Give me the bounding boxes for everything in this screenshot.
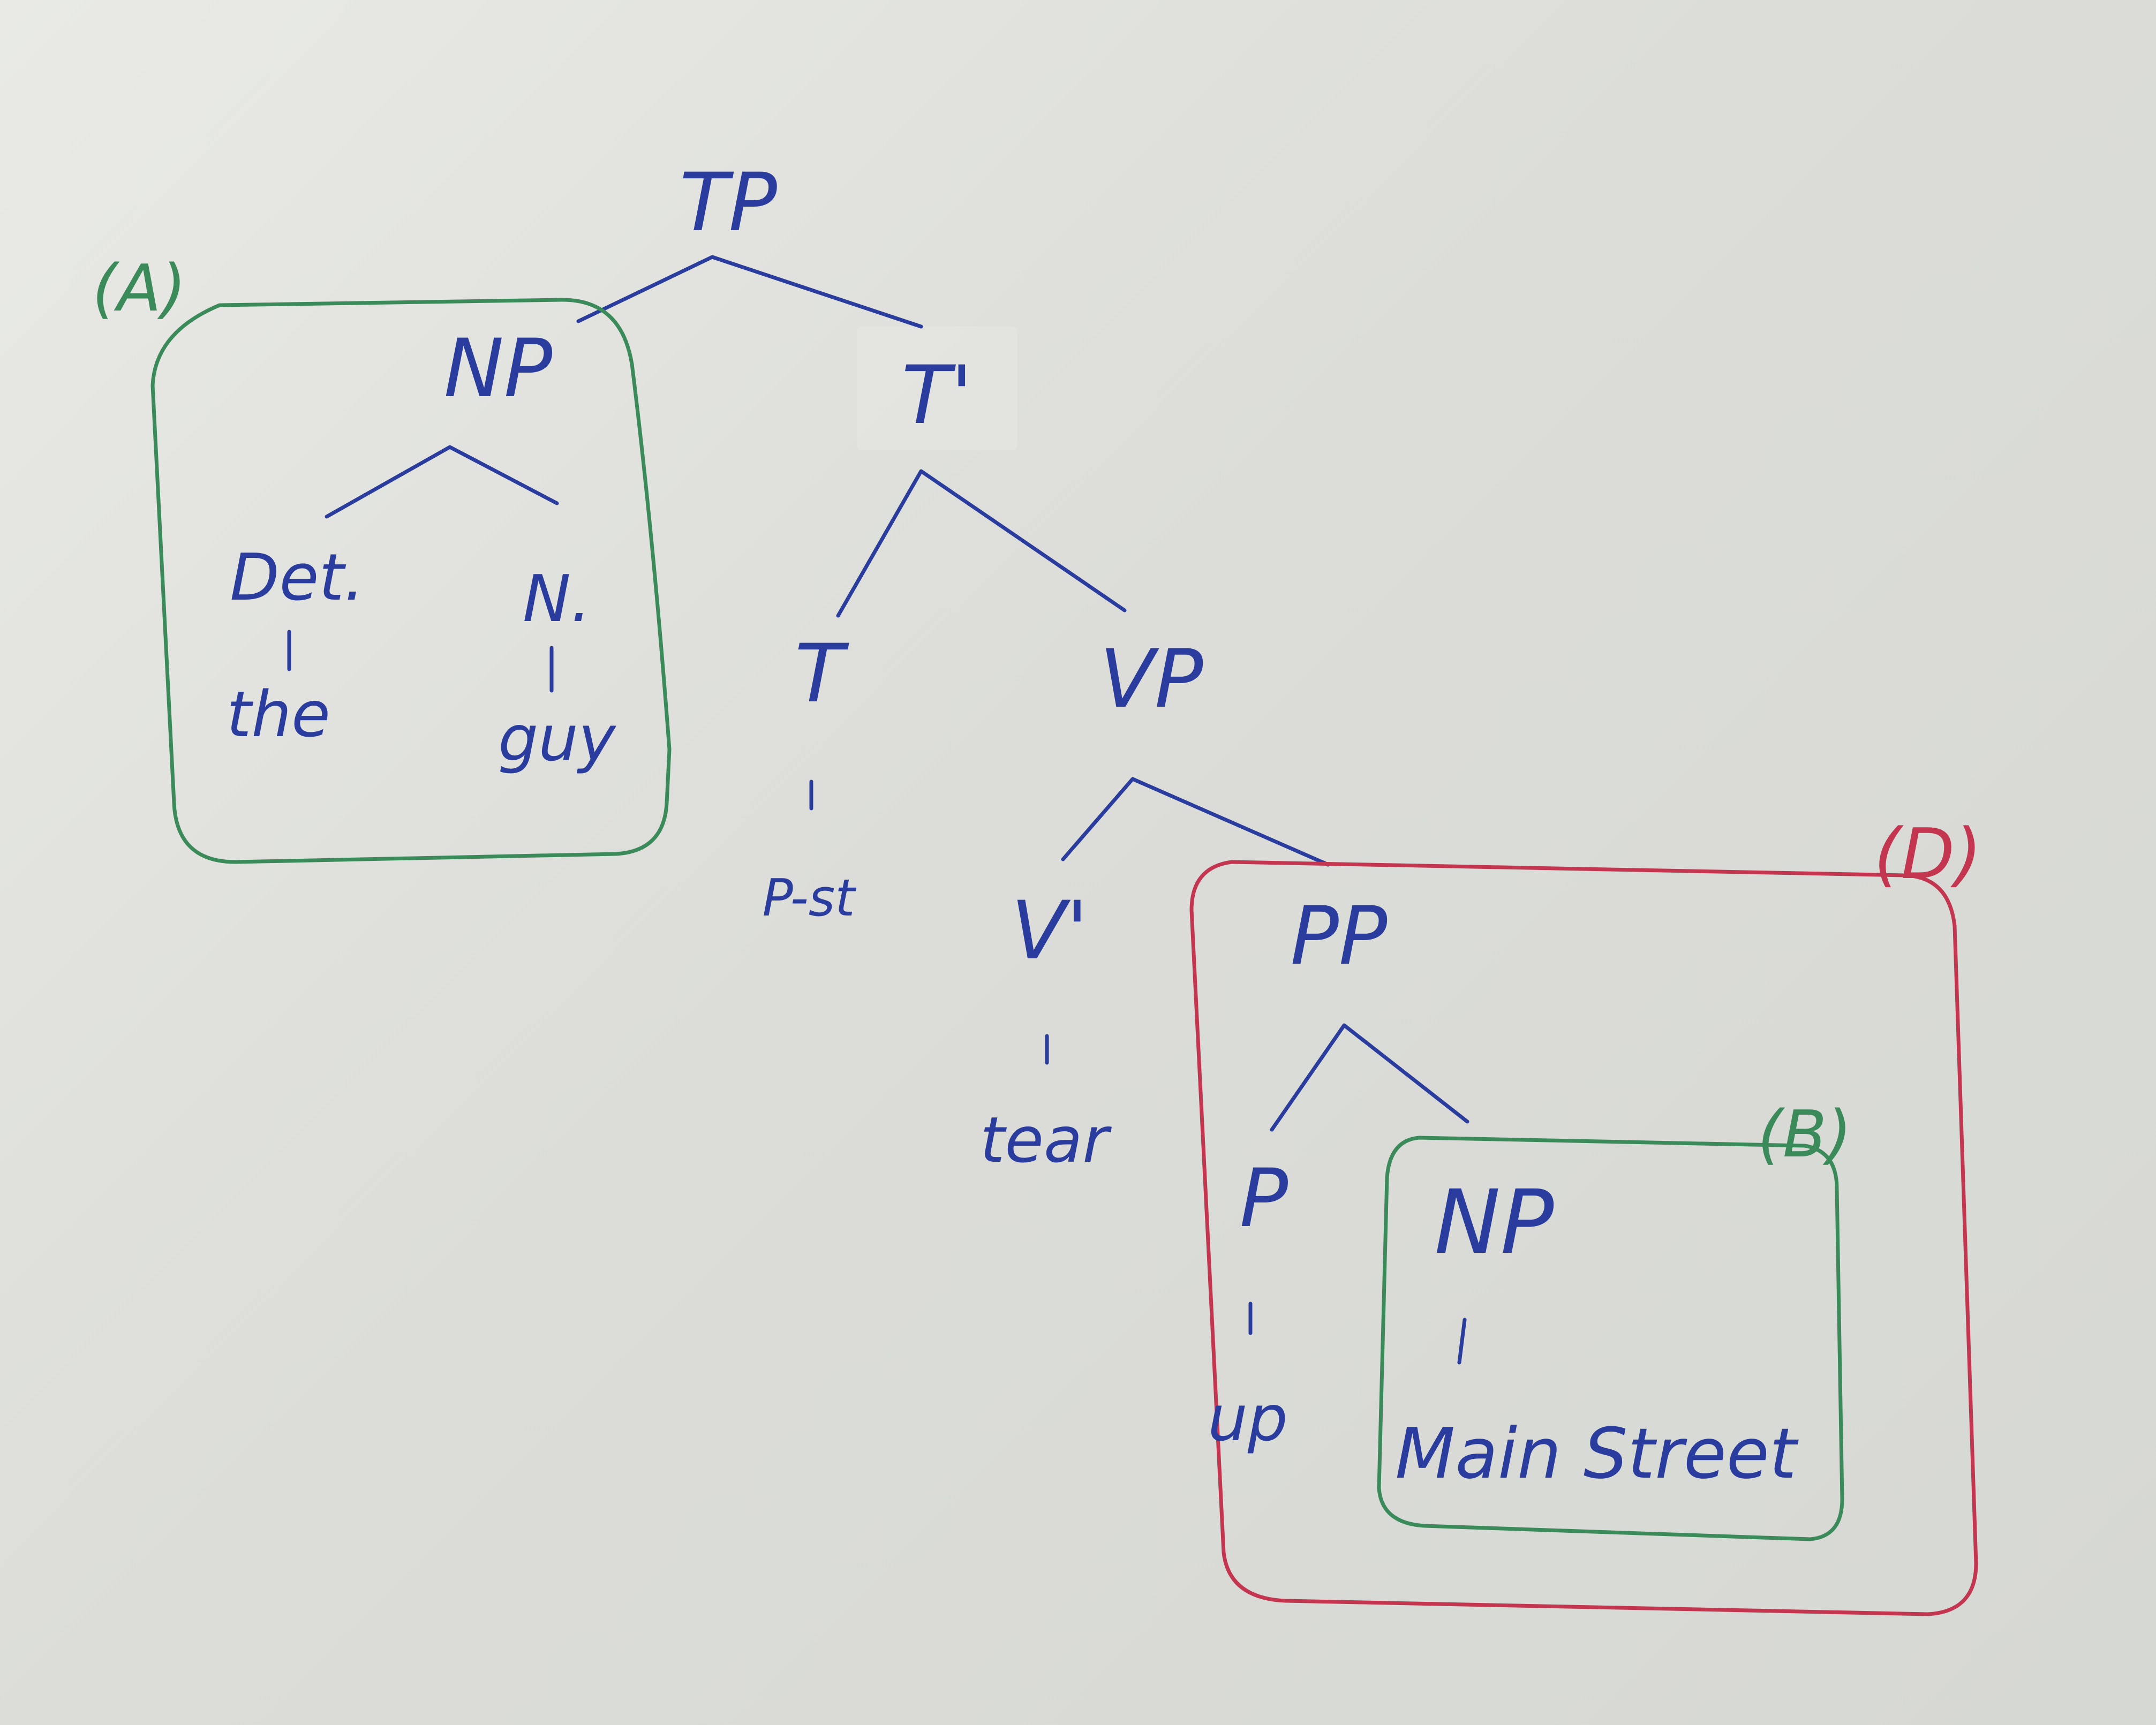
node-p: P (1240, 1152, 1288, 1245)
box-a (150, 298, 672, 864)
node-vp: VP (1099, 633, 1203, 726)
node-pp: PP (1291, 890, 1388, 983)
node-t: T (795, 627, 849, 721)
box-a-label: (A) (92, 252, 186, 326)
box-d-label: (D) (1874, 813, 1982, 895)
leaf-up: up (1208, 1381, 1288, 1455)
node-t-bar: T' (902, 349, 973, 442)
leaf-the: the (227, 677, 330, 751)
box-b-label: (B) (1758, 1098, 1852, 1172)
node-np-subject: NP (444, 322, 553, 415)
box-d (1189, 860, 1978, 1616)
node-tp: TP (680, 156, 778, 249)
node-np-object: NP (1435, 1171, 1554, 1274)
tree-branches (287, 255, 1469, 1365)
leaf-guy: guy (498, 701, 617, 775)
leaf-tear: tear (980, 1103, 1112, 1177)
box-b (1377, 1136, 1844, 1541)
branch-np-mainstreet (1457, 1318, 1467, 1365)
branch-tbar-t-vp (836, 469, 1127, 618)
branch-pp-p-np (1270, 1023, 1469, 1132)
tape-strip (857, 327, 1017, 450)
leaf-main-street: Main Street (1395, 1413, 1799, 1494)
branch-vp-v-pp (1061, 777, 1330, 867)
node-det: Det. (230, 541, 364, 615)
branch-tp-np (576, 255, 714, 323)
branch-tp-tbar (710, 255, 923, 329)
node-v: V' (1011, 884, 1088, 978)
branch-np-det-n (325, 445, 559, 519)
leaf-pst: P-st (762, 869, 857, 928)
node-n: N. (523, 562, 591, 637)
